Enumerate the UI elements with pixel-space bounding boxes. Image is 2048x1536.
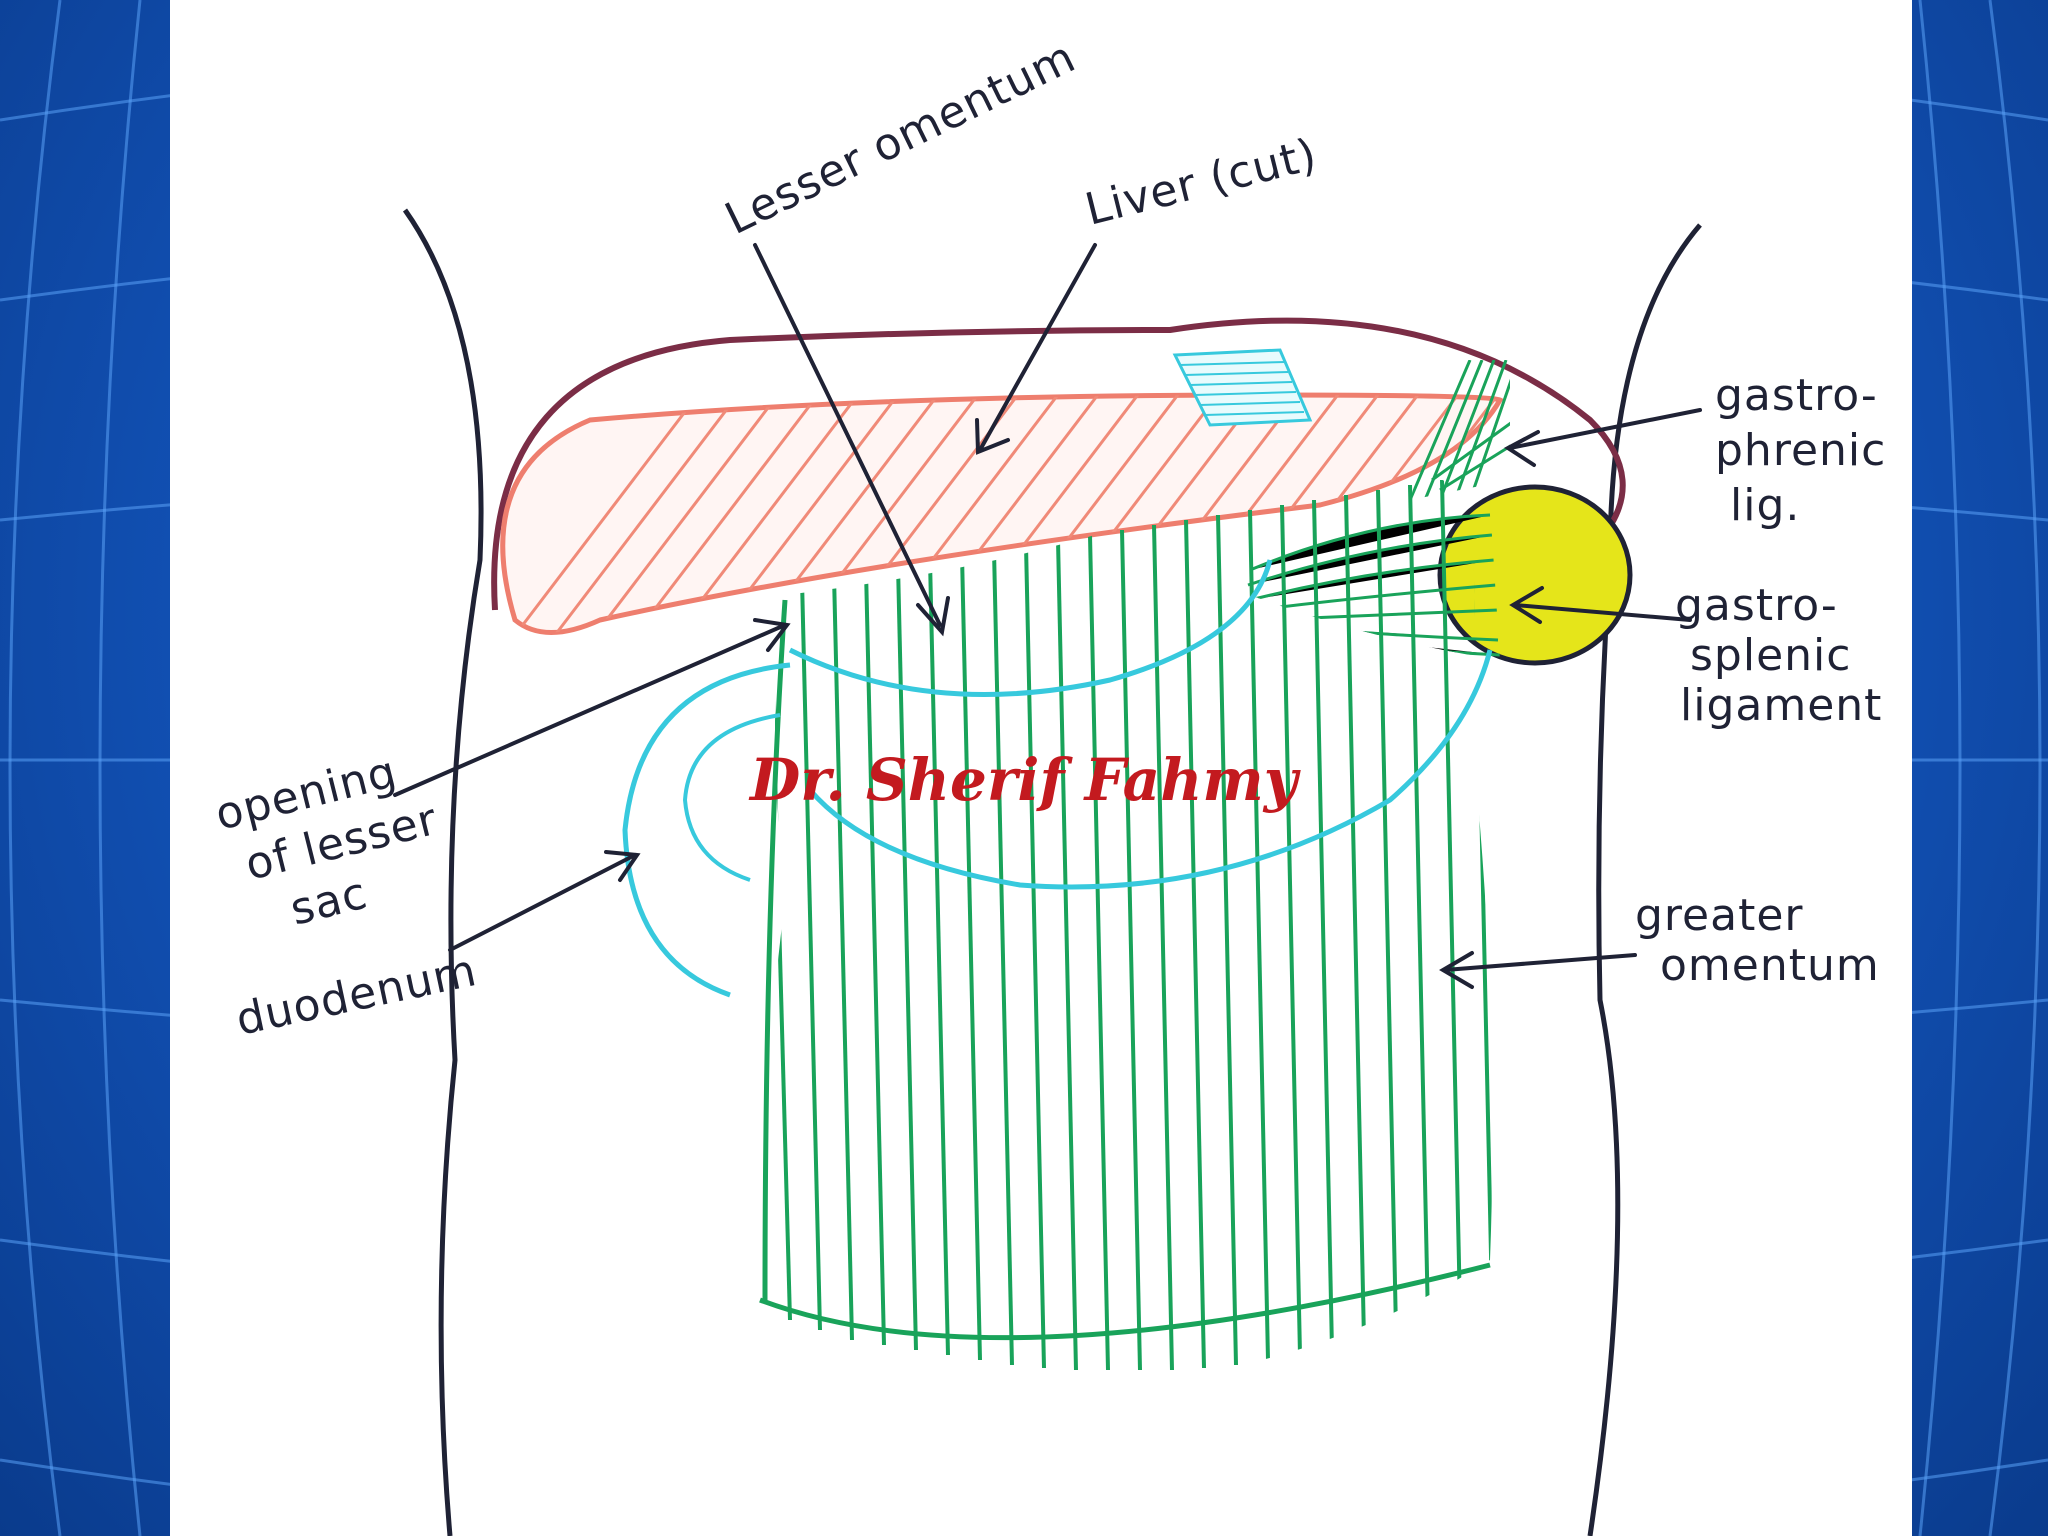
label-duodenum: duodenum bbox=[232, 945, 482, 1046]
arrow-duodenum bbox=[448, 853, 637, 952]
arrow-duodenum-head bbox=[604, 850, 641, 882]
spleen bbox=[1437, 484, 1633, 666]
arrow-opening-lesser-sac bbox=[393, 623, 787, 797]
arrow-greater-omentum-head bbox=[1439, 951, 1474, 989]
body-outline-right bbox=[1587, 223, 1702, 1536]
stomach-greater-curvature bbox=[808, 649, 1493, 890]
label-liver-cut: Liver (cut) bbox=[1080, 129, 1322, 236]
label-gastrophrenic-1: gastro- bbox=[1715, 370, 1878, 421]
body-outline-left bbox=[402, 208, 484, 1536]
arrow-gastrosplenic-head bbox=[1509, 586, 1544, 624]
author-watermark: Dr. Sherif Fahmy bbox=[748, 746, 1302, 814]
arrow-liver bbox=[978, 243, 1097, 452]
label-greater-omentum-2: omentum bbox=[1660, 940, 1880, 991]
omentum-left-border bbox=[762, 599, 788, 1301]
label-gastrophrenic-3: lig. bbox=[1730, 480, 1800, 531]
label-greater-omentum-1: greater bbox=[1635, 890, 1804, 941]
arrow-gastrosplenic bbox=[1513, 603, 1692, 622]
label-lesser-omentum: Lesser omentum bbox=[717, 31, 1083, 245]
label-gastrosplenic-2: splenic bbox=[1690, 630, 1851, 681]
duodenum bbox=[622, 662, 791, 998]
label-gastrosplenic-1: gastro- bbox=[1675, 580, 1838, 631]
duodenum-inner bbox=[682, 713, 781, 882]
stomach-lesser-curvature bbox=[788, 559, 1273, 698]
diagram-sheet: Lesser omentum Liver (cut) gastro- phren… bbox=[170, 0, 1912, 1536]
arrow-liver-head bbox=[975, 418, 1010, 455]
arrow-gastrophrenic bbox=[1508, 408, 1702, 450]
arrow-gastrophrenic-head bbox=[1504, 430, 1540, 467]
arrow-lesser-omentum-head bbox=[916, 596, 950, 637]
arrow-lesser-omentum bbox=[753, 243, 942, 627]
arrow-opening-head bbox=[753, 618, 791, 652]
label-gastrophrenic-2: phrenic bbox=[1715, 425, 1886, 476]
arrow-greater-omentum bbox=[1443, 953, 1637, 972]
omentum-lower-border bbox=[759, 1262, 1491, 1341]
abdomen-diagram: Lesser omentum Liver (cut) gastro- phren… bbox=[210, 31, 1886, 1536]
esophagus bbox=[1172, 348, 1313, 427]
diaphragm-line bbox=[491, 317, 1626, 611]
label-gastrosplenic-3: ligament bbox=[1680, 680, 1882, 731]
